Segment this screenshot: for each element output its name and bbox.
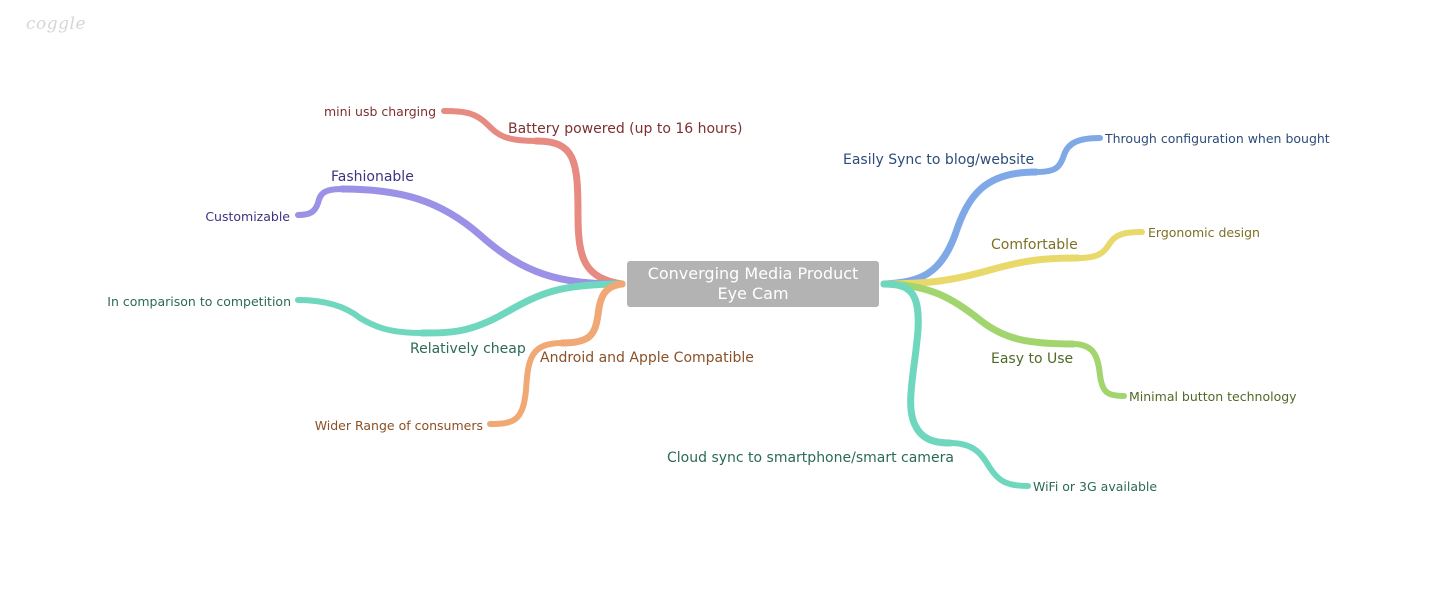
node-fashionable[interactable]: Fashionable [331, 169, 414, 185]
node-through-configuration[interactable]: Through configuration when bought [1105, 131, 1330, 146]
connector-cloud-child [947, 440, 1031, 489]
node-comfortable[interactable]: Comfortable [991, 237, 1078, 253]
node-android-apple-compatible[interactable]: Android and Apple Compatible [540, 350, 754, 366]
node-easily-sync[interactable]: Easily Sync to blog/website [843, 152, 1035, 168]
node-battery-powered[interactable]: Battery powered (up to 16 hours) [508, 121, 743, 137]
connector-sync [880, 168, 1040, 288]
node-wifi-3g[interactable]: WiFi or 3G available [1033, 479, 1158, 494]
connector-easy-child [1070, 341, 1127, 399]
connector-comfortable [880, 254, 1082, 288]
connector-battery-child [441, 108, 539, 144]
connector-compatible-child [487, 340, 565, 427]
connector-easy [880, 280, 1077, 348]
root-title-line1: Converging Media Product [647, 264, 859, 283]
node-mini-usb-charging[interactable]: mini usb charging [324, 104, 436, 119]
connector-sync-child [1033, 135, 1103, 175]
connector-fashionable [338, 185, 626, 288]
connector-comfortable-child [1075, 229, 1145, 261]
connector-compatible [558, 280, 626, 347]
connector-battery [532, 137, 626, 288]
node-ergonomic-design[interactable]: Ergonomic design [1148, 225, 1260, 240]
connector-cheap [418, 280, 626, 337]
node-easy-to-use[interactable]: Easy to Use [991, 351, 1074, 367]
root-title-line2: Eye Cam [717, 284, 789, 303]
connector-cloud [880, 280, 954, 447]
node-comparison-competition[interactable]: In comparison to competition [107, 294, 291, 309]
node-cloud-sync[interactable]: Cloud sync to smartphone/smart camera [667, 450, 954, 466]
node-customizable[interactable]: Customizable [205, 209, 290, 224]
connector-cheap-child [295, 297, 425, 336]
connector-fashionable-child [295, 186, 345, 218]
root-node[interactable]: Converging Media Product Eye Cam [627, 261, 879, 307]
node-minimal-button[interactable]: Minimal button technology [1129, 389, 1297, 404]
coggle-logo[interactable]: coggle [26, 14, 87, 34]
node-relatively-cheap[interactable]: Relatively cheap [410, 341, 526, 357]
node-wider-range-consumers[interactable]: Wider Range of consumers [314, 418, 483, 433]
